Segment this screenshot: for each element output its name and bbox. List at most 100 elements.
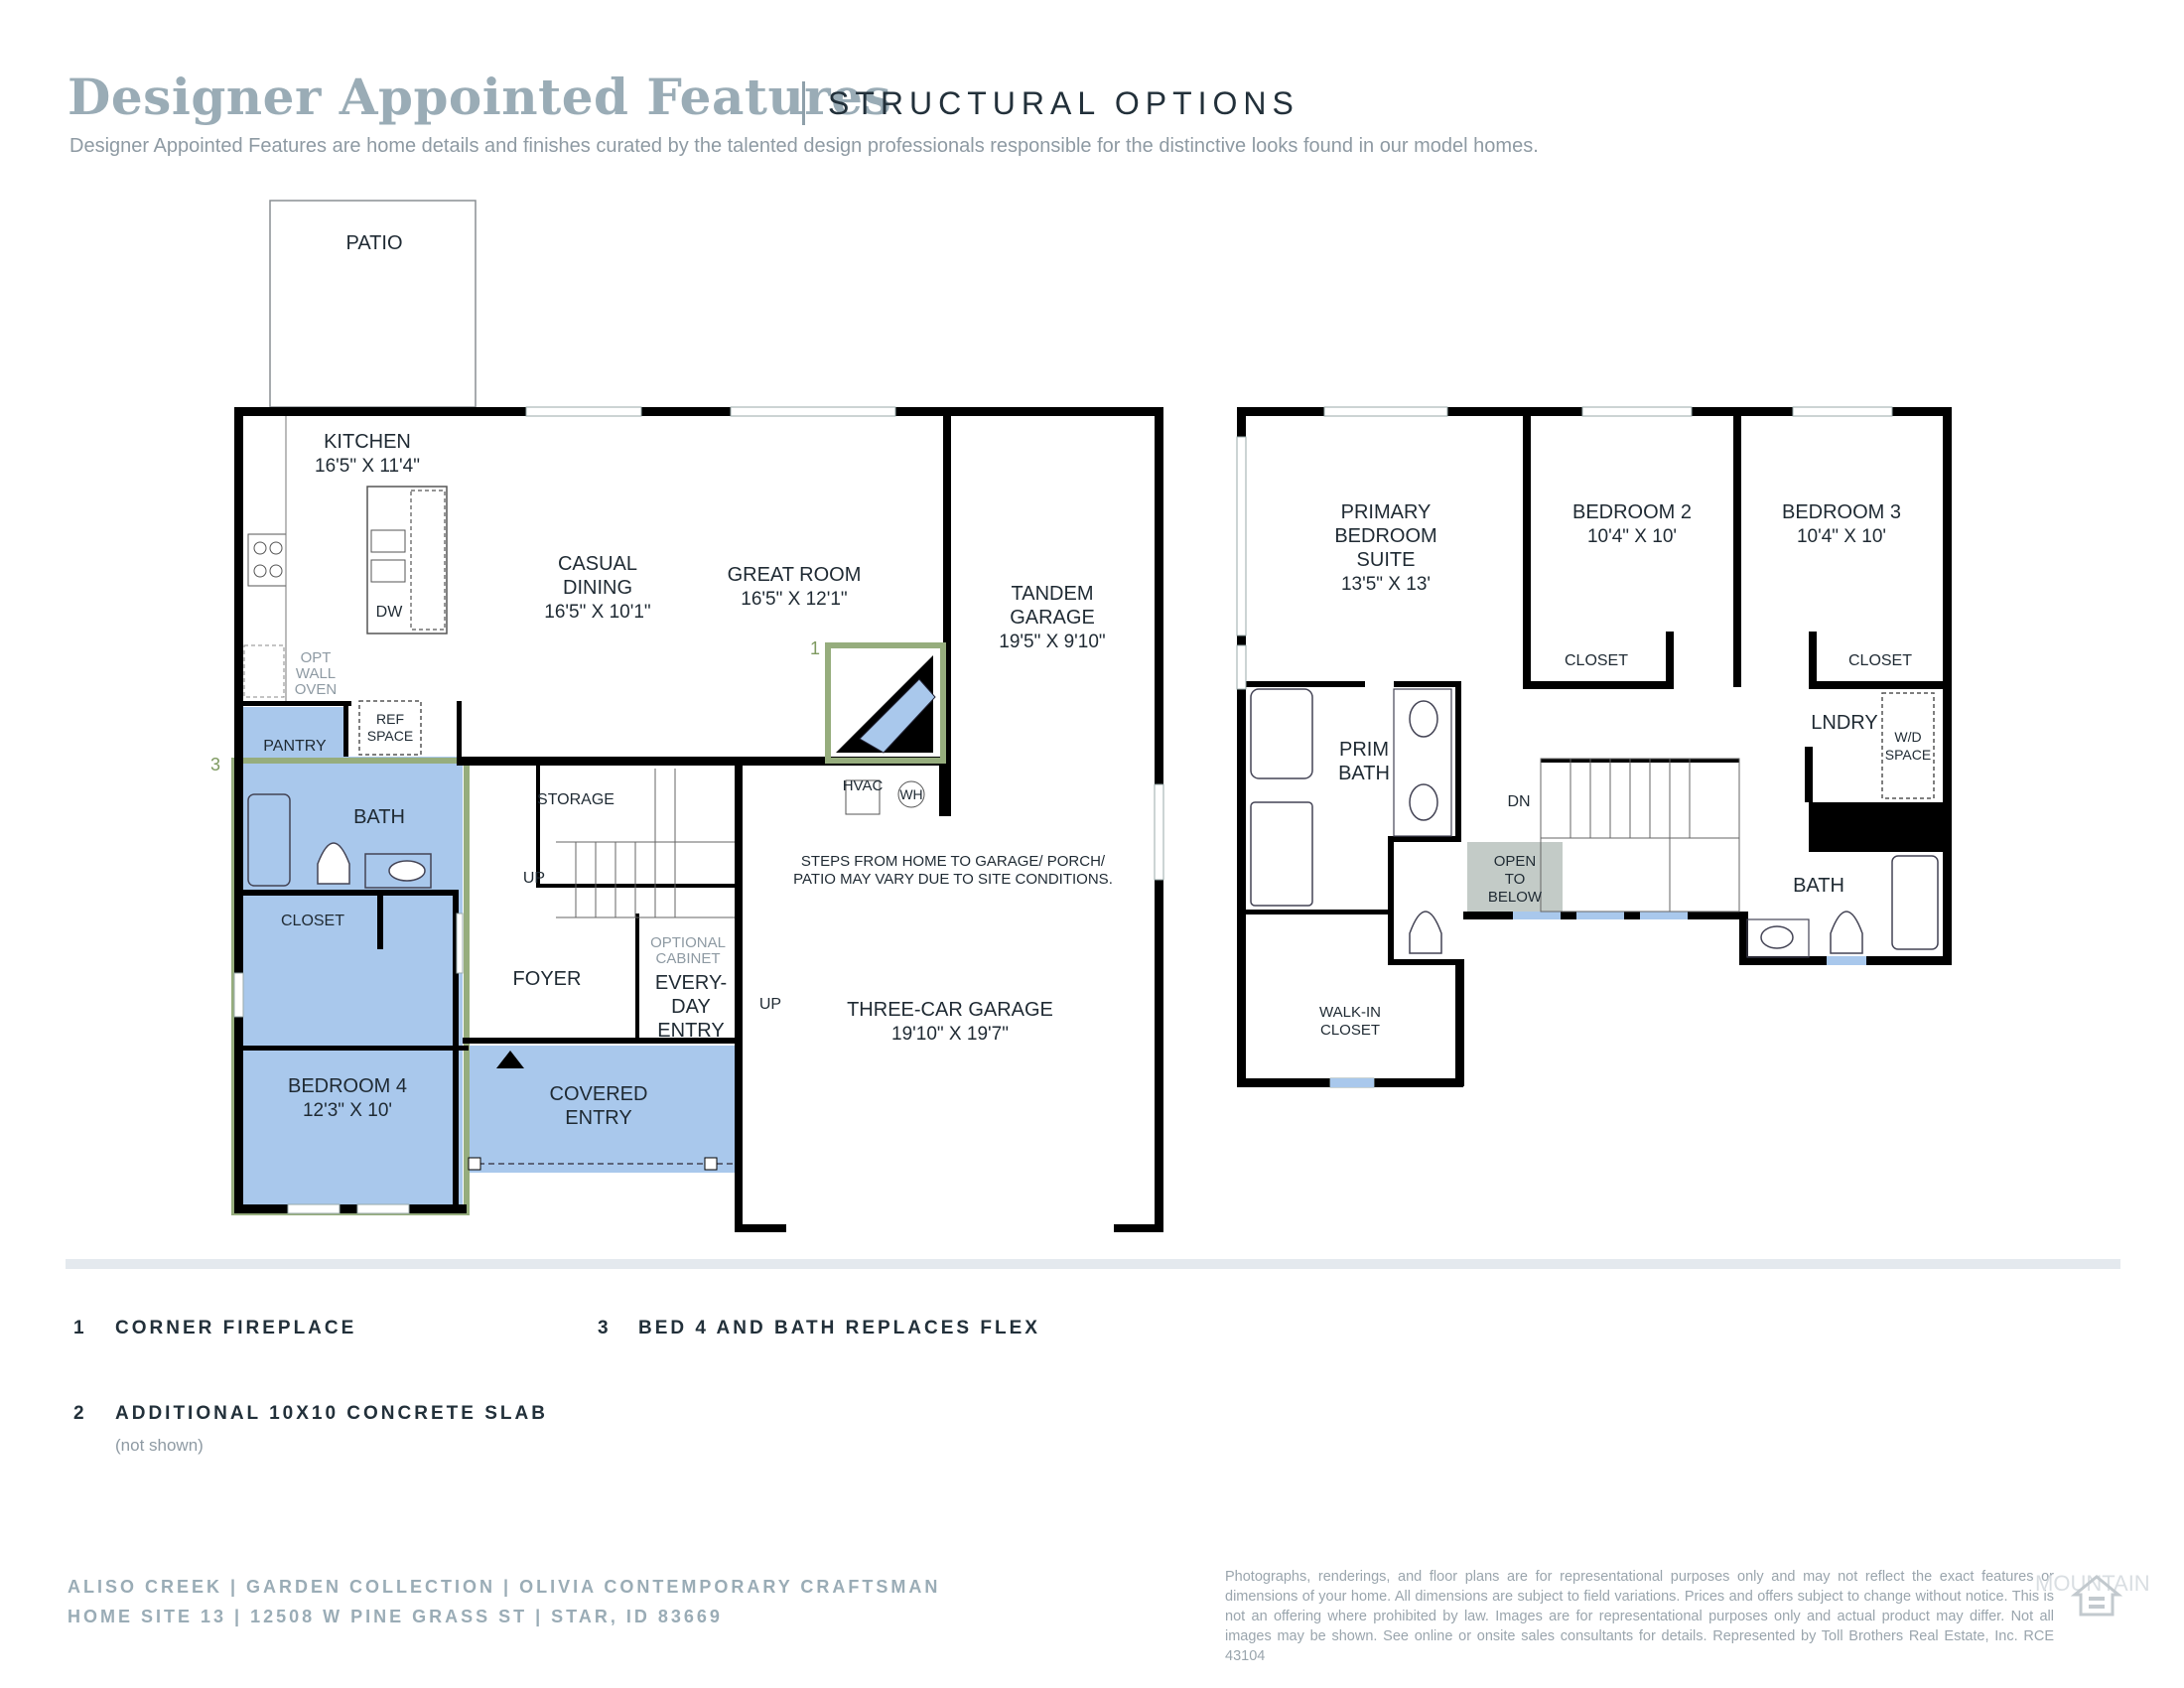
bedroom4-dim: 12'3" X 10' [303, 1100, 392, 1121]
primary-tub-icon [1250, 688, 1313, 779]
vanity-icon [364, 853, 432, 889]
three-car-garage-label: THREE-CAR GARAGE [847, 999, 1053, 1021]
second-floor-window-glass [1330, 912, 1866, 1087]
bathtub-icon [247, 793, 291, 887]
primary-shower-icon [1250, 801, 1313, 907]
optional-cabinet-label: OPTIONAL [650, 934, 726, 951]
everyday-entry-label: DAY [671, 996, 711, 1018]
storage-label: STORAGE [537, 791, 614, 808]
covered-entry-label: ENTRY [565, 1107, 631, 1129]
wh-label: WH [899, 786, 922, 802]
option1-marker: 1 [810, 638, 820, 658]
great-room-dim: 16'5" X 12'1" [741, 589, 847, 610]
hvac-label: HVAC [843, 777, 884, 794]
bed3-closet-label: CLOSET [1848, 652, 1912, 669]
bath-tub-icon [1891, 855, 1939, 950]
everyday-entry-label: EVERY- [655, 972, 727, 994]
option-label: ADDITIONAL 10X10 CONCRETE SLAB [115, 1403, 548, 1424]
page-subtitle: STRUCTURAL OPTIONS [828, 85, 1299, 121]
bedroom3-label: BEDROOM 3 [1782, 501, 1901, 523]
primary-suite-dim: 13'5" X 13' [1341, 574, 1431, 595]
option-label: BED 4 AND BATH REPLACES FLEX [638, 1318, 1040, 1338]
wd-space-label: W/D [1894, 729, 1921, 745]
covered-entry-label: COVERED [550, 1083, 648, 1105]
open-to-below-label: OPEN [1494, 853, 1537, 870]
page-title: Designer Appointed Features [68, 68, 892, 126]
fireplace-option-outline [825, 642, 946, 764]
tandem-garage-label: TANDEM [1012, 583, 1094, 605]
wd-space-outline [1881, 692, 1935, 799]
casual-dining-dim: 16'5" X 10'1" [544, 602, 650, 623]
option-note: (not shown) [115, 1436, 204, 1455]
opt-wall-oven-label: WALL [296, 665, 336, 682]
primary-suite-label: BEDROOM [1334, 525, 1436, 547]
toilet-icon [317, 842, 350, 885]
ref-space-outline [358, 700, 422, 756]
stairs-down-label: DN [1507, 793, 1530, 810]
option-number: 1 [73, 1318, 86, 1338]
three-car-garage-dim: 19'10" X 19'7" [891, 1024, 1009, 1045]
ref-space-label: SPACE [367, 728, 413, 744]
walk-in-closet-label: WALK-IN [1319, 1004, 1381, 1021]
primary-suite-label: SUITE [1357, 549, 1416, 571]
sink-icon [370, 529, 406, 553]
first-floor-windows [233, 406, 1164, 1214]
option-number: 3 [598, 1318, 611, 1338]
bedroom3-dim: 10'4" X 10' [1797, 526, 1886, 547]
bath2-label: BATH [1793, 875, 1844, 897]
title-separator [802, 81, 805, 125]
option-number: 2 [73, 1403, 86, 1424]
bedroom2-dim: 10'4" X 10' [1587, 526, 1677, 547]
tandem-garage-dim: 19'5" X 9'10" [999, 632, 1105, 652]
kitchen-dim: 16'5" X 11'4" [315, 456, 420, 477]
prim-bath-label: BATH [1338, 763, 1390, 784]
opt-wall-oven-label: OVEN [295, 681, 338, 698]
equal-housing-icon [2070, 1575, 2123, 1617]
garage-up-label: UP [759, 996, 781, 1013]
prim-bath-label: PRIM [1339, 739, 1389, 761]
second-floor-stairs [1540, 758, 1740, 913]
ref-space-label: REF [376, 711, 404, 727]
optional-cabinet-label: CABINET [655, 950, 720, 967]
cooktop-icon [247, 533, 287, 587]
first-floor-plan: PATIO KITCHEN 16'5" X 11'4" DW OPT WALL … [210, 200, 1164, 1232]
primary-toilet-icon [1409, 911, 1442, 954]
tandem-garage-label: GARAGE [1010, 607, 1095, 629]
watermark-text: MOUNTAIN [2035, 1571, 2150, 1596]
option-label: CORNER FIREPLACE [115, 1318, 357, 1338]
entry-arrow-icon [496, 1051, 524, 1068]
corner-fireplace [836, 655, 933, 753]
open-to-below-fill [1467, 842, 1563, 914]
section-divider [66, 1259, 2120, 1269]
opt-wall-oven-label: OPT [301, 649, 332, 666]
water-heater-icon [897, 780, 925, 808]
bath-toilet-icon [1830, 911, 1863, 954]
closet-label: CLOSET [281, 913, 344, 929]
second-floor-plan: PRIMARY BEDROOM SUITE 13'5" X 13' BEDROO… [1236, 406, 1952, 1088]
address-line: HOME SITE 13 | 12508 W PINE GRASS ST | S… [68, 1607, 723, 1626]
garage-note: PATIO MAY VARY DUE TO SITE CONDITIONS. [793, 871, 1113, 888]
island-seating [410, 490, 446, 631]
garage-note: STEPS FROM HOME TO GARAGE/ PORCH/ [801, 853, 1106, 870]
wall-oven-outline [243, 644, 285, 698]
pantry-fill [242, 707, 347, 757]
kitchen-label: KITCHEN [324, 431, 411, 453]
casual-dining-label: DINING [563, 577, 632, 599]
stairs-up-label: UP [523, 870, 545, 887]
laundry-label: LNDRY [1811, 712, 1877, 734]
bedroom4-option-fill [238, 757, 463, 1207]
bed2-closet-label: CLOSET [1565, 652, 1628, 669]
bath-vanity [1746, 918, 1810, 958]
everyday-entry-label: ENTRY [657, 1020, 724, 1042]
patio-label: PATIO [345, 232, 402, 254]
sink-icon [370, 559, 406, 583]
open-to-below-label: BELOW [1488, 889, 1543, 906]
primary-suite-label: PRIMARY [1341, 501, 1432, 523]
great-room-label: GREAT ROOM [728, 564, 862, 586]
foyer-label: FOYER [513, 968, 582, 990]
bedroom4-label: BEDROOM 4 [288, 1075, 407, 1097]
community-line: ALISO CREEK | GARDEN COLLECTION | OLIVIA… [68, 1577, 941, 1597]
primary-vanity [1393, 688, 1452, 837]
bedroom2-label: BEDROOM 2 [1572, 501, 1692, 523]
